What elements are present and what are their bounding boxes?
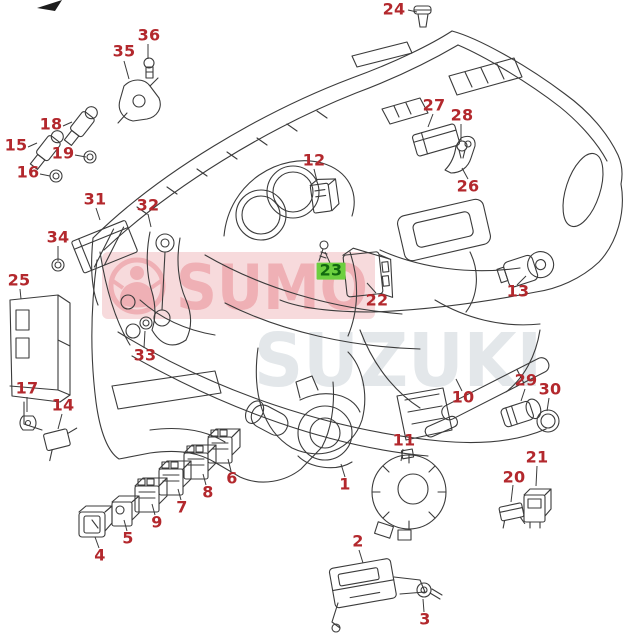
part-10-stalk-switch xyxy=(396,357,550,441)
part-6-switch xyxy=(207,428,241,464)
watermark-band xyxy=(102,252,375,319)
leader-lines xyxy=(19,9,550,613)
part-16-nut xyxy=(49,169,63,183)
part-7-switch xyxy=(158,460,192,496)
part-25-control-unit xyxy=(9,294,71,431)
part-21-switch xyxy=(523,488,552,529)
sumo-wrestler-icon xyxy=(108,257,166,315)
part-33-nut xyxy=(139,316,153,330)
part-26-bracket xyxy=(444,135,476,174)
part-17-clip xyxy=(19,415,37,431)
watermark-sumo-text: SUMO xyxy=(176,251,368,324)
part-20-clip xyxy=(498,502,526,529)
part-35-bracket xyxy=(117,77,161,124)
part-30-ring xyxy=(536,409,560,433)
part-24-clip xyxy=(413,5,432,28)
part-14-sensor xyxy=(43,427,78,462)
part-18-sensor xyxy=(63,106,98,146)
part-31-module xyxy=(71,220,138,274)
dashboard-line-art xyxy=(91,30,623,483)
part-27-module xyxy=(411,123,461,157)
part-29-socket xyxy=(500,398,542,428)
part-4-switch xyxy=(78,505,113,538)
part-9-switch xyxy=(134,477,168,513)
part-1-combination-switch xyxy=(244,375,361,469)
part-11-clock-spring xyxy=(371,448,447,541)
part-2-control-module xyxy=(328,558,426,633)
part-15-sensor xyxy=(29,130,64,170)
part-28-screw xyxy=(456,140,468,159)
part-13-lock-cylinder xyxy=(496,251,555,288)
part-36-bolt xyxy=(143,57,155,79)
parts-line-art xyxy=(9,5,560,633)
front-direction-arrow xyxy=(37,0,62,11)
part-5-switch xyxy=(111,495,140,527)
part-3-bolt xyxy=(416,582,443,600)
part-12-switch xyxy=(309,178,340,214)
part-8-switch xyxy=(183,444,217,480)
